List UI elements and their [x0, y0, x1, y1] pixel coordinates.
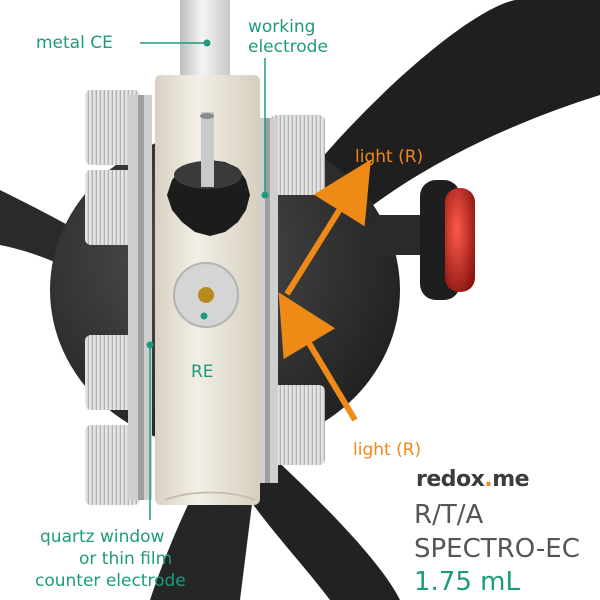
- blade-bottom-left: [150, 480, 255, 600]
- product-line2: SPECTRO-EC: [414, 534, 580, 564]
- metal-ce-label: metal CE: [36, 33, 113, 53]
- pointer-lines: [140, 39, 269, 520]
- product-volume: 1.75 mL: [414, 567, 520, 597]
- arrow-icon-bottom: [278, 292, 358, 422]
- quartz-label-line1: quartz window: [40, 527, 165, 547]
- we-pin: [201, 112, 214, 187]
- light-top-label: light (R): [355, 147, 424, 167]
- quartz-label-line3: counter electrode: [35, 571, 186, 591]
- working-electrode-label-line1: working: [248, 17, 316, 37]
- ce-tube: [180, 0, 230, 80]
- product-line1: R/T/A: [414, 500, 484, 530]
- arrow-icon-top: [284, 159, 371, 296]
- right-fittings: [258, 115, 325, 483]
- quartz-label-line2: or thin film: [79, 549, 173, 569]
- working-electrode-label-line2: electrode: [248, 37, 328, 57]
- left-fittings: [85, 90, 152, 505]
- re-label: RE: [191, 362, 214, 382]
- brand-logo: redox.me: [416, 467, 530, 492]
- light-bottom-label: light (R): [353, 440, 422, 460]
- blade-top-right: [320, 0, 600, 215]
- red-lens: [445, 188, 475, 292]
